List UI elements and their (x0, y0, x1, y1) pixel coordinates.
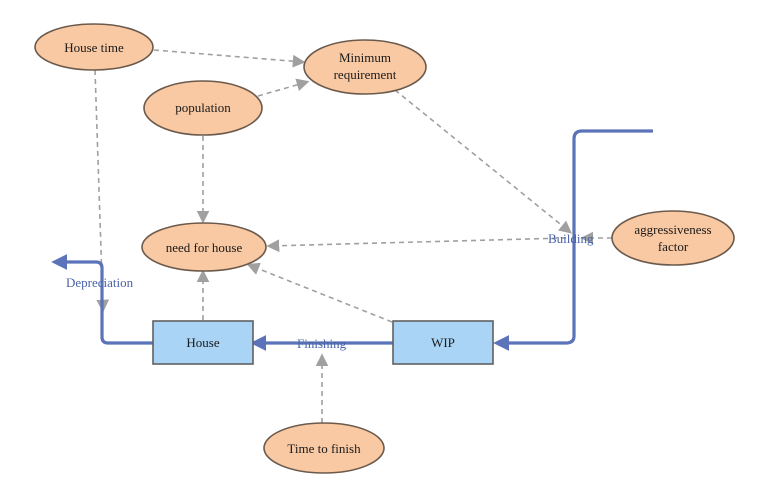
stock-wip[interactable]: WIP (392, 320, 494, 365)
aux-house-time[interactable]: House time (34, 23, 154, 71)
aux-need-for-house[interactable]: need for house (141, 222, 267, 272)
aux-minimum-requirement[interactable]: Minimum requirement (303, 39, 427, 95)
aux-population-label: population (175, 100, 231, 115)
stock-wip-label: WIP (431, 335, 455, 350)
aux-aggr-label-line1: aggressiveness (634, 222, 711, 237)
aux-min-req-label-line2: requirement (334, 67, 397, 82)
stock-house[interactable]: House (152, 320, 254, 365)
aux-need-for-house-label: need for house (166, 240, 243, 255)
link-min-req-to-building (394, 89, 572, 234)
aux-population[interactable]: population (143, 80, 263, 136)
stock-house-label: House (186, 335, 219, 350)
aux-time-to-finish[interactable]: Time to finish (263, 422, 385, 474)
link-population-to-min-req (257, 78, 310, 97)
aux-min-req-label-line1: Minimum (339, 50, 391, 65)
flow-label-building: Building (548, 231, 594, 246)
link-house-time-to-min-req (153, 49, 306, 68)
aux-time-to-finish-label: Time to finish (287, 441, 361, 456)
aux-house-time-label: House time (64, 40, 124, 55)
flow-label-depreciation: Depreciation (66, 275, 134, 290)
aux-aggressiveness-factor[interactable]: aggressiveness factor (611, 210, 735, 266)
flow-label-finishing: Finishing (297, 336, 347, 351)
flows (51, 129, 653, 351)
aux-aggr-label-line2: factor (658, 239, 689, 254)
link-wip-to-need (246, 262, 393, 323)
link-building-to-need (266, 237, 567, 253)
flow-depreciation-pipe (51, 254, 153, 345)
flow-building-pipe (493, 129, 653, 351)
